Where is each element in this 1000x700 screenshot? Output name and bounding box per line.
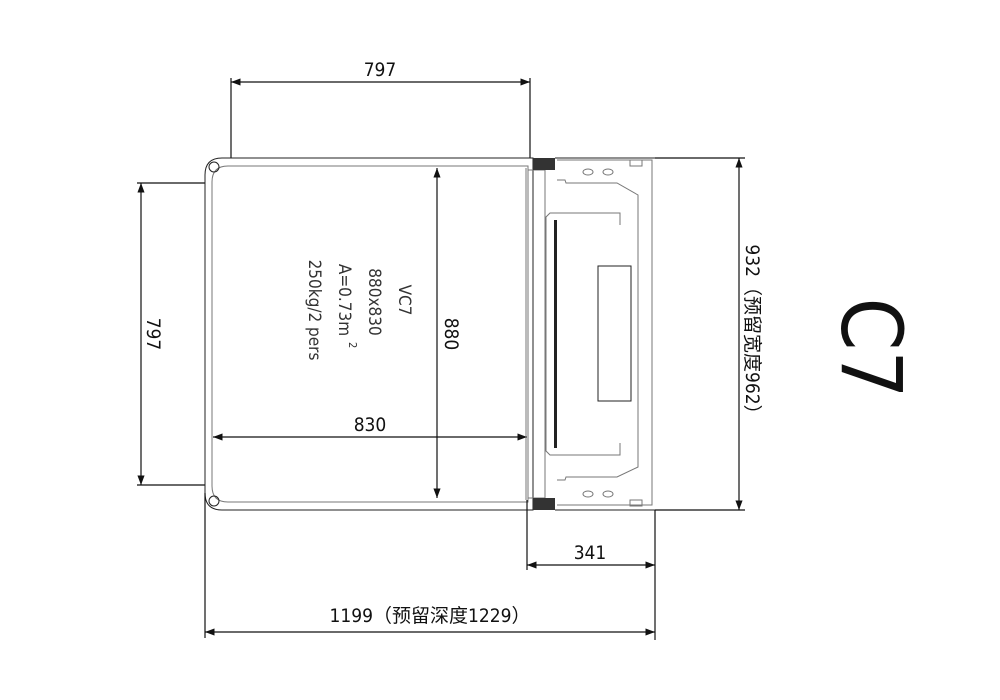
cabin-area: A=0.73m bbox=[334, 264, 354, 336]
dimension-label: 1199（预留深度1229） bbox=[330, 605, 531, 627]
door-assembly bbox=[525, 157, 655, 511]
dimension-label: 797 bbox=[364, 59, 397, 81]
dimension-label: 341 bbox=[574, 542, 607, 564]
cabin-area-exponent: 2 bbox=[346, 342, 359, 348]
dimension-341: 341 bbox=[526, 500, 656, 640]
dimension-label: 830 bbox=[354, 414, 387, 436]
dimension-top-797: 797 bbox=[230, 59, 531, 158]
dimension-label: 797 bbox=[142, 318, 164, 351]
model-label: C7 bbox=[822, 298, 920, 399]
cabin-model: VC7 bbox=[394, 285, 414, 316]
cabin-size: 880x830 bbox=[364, 268, 384, 335]
dimension-830: 830 bbox=[213, 414, 527, 441]
dimension-left-797: 797 bbox=[137, 182, 205, 486]
cabin-label: VC7 880x830 A=0.73m 2 250kg/2 pers bbox=[304, 260, 414, 361]
dimension-880: 880 bbox=[433, 168, 462, 498]
dimension-label: 932（预留宽度962） bbox=[741, 244, 763, 423]
dimension-right-932: 932（预留宽度962） bbox=[655, 157, 763, 511]
dimension-label: 880 bbox=[440, 318, 462, 351]
cabin-capacity: 250kg/2 pers bbox=[304, 260, 324, 361]
dimension-1199: 1199（预留深度1229） bbox=[204, 493, 655, 638]
